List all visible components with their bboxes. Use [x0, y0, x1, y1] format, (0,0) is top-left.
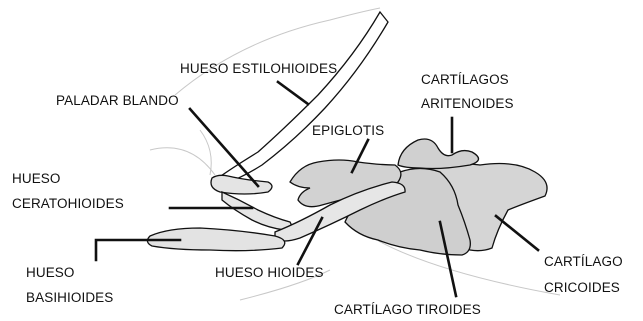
leader-cricoides — [496, 216, 538, 250]
label-hueso-ceratohioides: HUESO CERATOHIOIDES — [12, 170, 124, 212]
soft-palate — [211, 175, 272, 194]
label-hueso-estilohioides: HUESO ESTILOHIOIDES — [180, 60, 337, 77]
label-cartilago-tiroides: CARTÍLAGO TIROIDES — [334, 301, 481, 318]
label-epiglotis: EPIGLOTIS — [312, 122, 384, 139]
arytenoid-cartilages — [398, 139, 479, 169]
label-paladar-blando: PALADAR BLANDO — [56, 92, 179, 109]
label-hueso-hioides: HUESO HIOIDES — [215, 264, 324, 281]
leader-estilohioides — [278, 82, 308, 104]
label-hueso-basihioides: HUESO BASIHIOIDES — [26, 264, 113, 306]
label-cartilagos-aritenoides: CARTÍLAGOS ARITENOIDES — [421, 71, 514, 112]
ceratohyoid-bone — [222, 192, 291, 230]
label-cartilago-cricoides: CARTÍLAGO CRICOIDES — [544, 253, 623, 296]
